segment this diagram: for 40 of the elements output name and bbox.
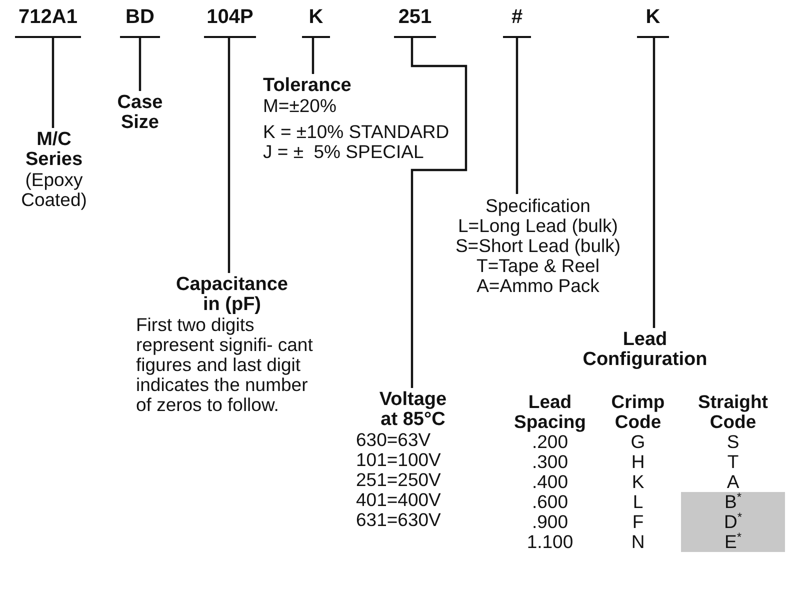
connector-line — [652, 38, 656, 328]
code-segment: 251 — [394, 6, 436, 38]
table-cell-text: .200 — [532, 432, 568, 452]
code-segment: K — [302, 6, 330, 38]
connector-line — [52, 38, 54, 128]
table-cell-text: K — [630, 472, 646, 492]
code-segment: 104P — [204, 6, 256, 38]
table-cell-text: F — [631, 512, 645, 532]
connector-line — [516, 38, 518, 194]
table-cell-text: N — [630, 532, 646, 552]
column-header: Crimp Code — [610, 392, 666, 432]
description-text: First two digits represent signifi- cant figures and last digit indicates the number of zeros to follow. — [136, 315, 314, 415]
table-cell-text: S — [726, 432, 740, 452]
code-segment: 712A1 — [15, 6, 81, 38]
table-cell: B$^{*}$ — [681, 492, 785, 512]
connector-line — [312, 38, 314, 74]
code-segment: K — [637, 6, 669, 38]
connector-line — [138, 38, 142, 91]
connector-line — [410, 38, 468, 388]
table-cell: E$^{*}$ — [681, 532, 785, 552]
code-option: S=Short Lead (bulk) — [455, 236, 621, 256]
table-cell-text: .300 — [530, 452, 569, 472]
table-cell: D$^{*}$ — [681, 512, 785, 532]
connector-line — [228, 38, 230, 273]
table-cell-text: H — [630, 452, 646, 472]
column-header: Lead Spacing — [513, 392, 587, 432]
heading: Specification — [486, 196, 590, 216]
code-option: T=Tape & Reel — [476, 256, 600, 276]
code-segment: BD — [120, 6, 160, 38]
table-cell-text: T — [726, 452, 740, 472]
code-option: L=Long Lead (bulk) — [458, 216, 618, 236]
table-cell-text: L — [632, 492, 644, 512]
table-cell-text: .900 — [530, 512, 569, 532]
table-cell-text: A — [726, 472, 740, 492]
code-segment: # — [503, 6, 531, 38]
table-cell-text: .400 — [530, 472, 569, 492]
table-cell-text: .600 — [530, 492, 569, 512]
table-cell-text: 1.100 — [526, 532, 574, 552]
table-cell-text: G — [630, 432, 646, 452]
column-header: Straight Code — [697, 392, 769, 432]
